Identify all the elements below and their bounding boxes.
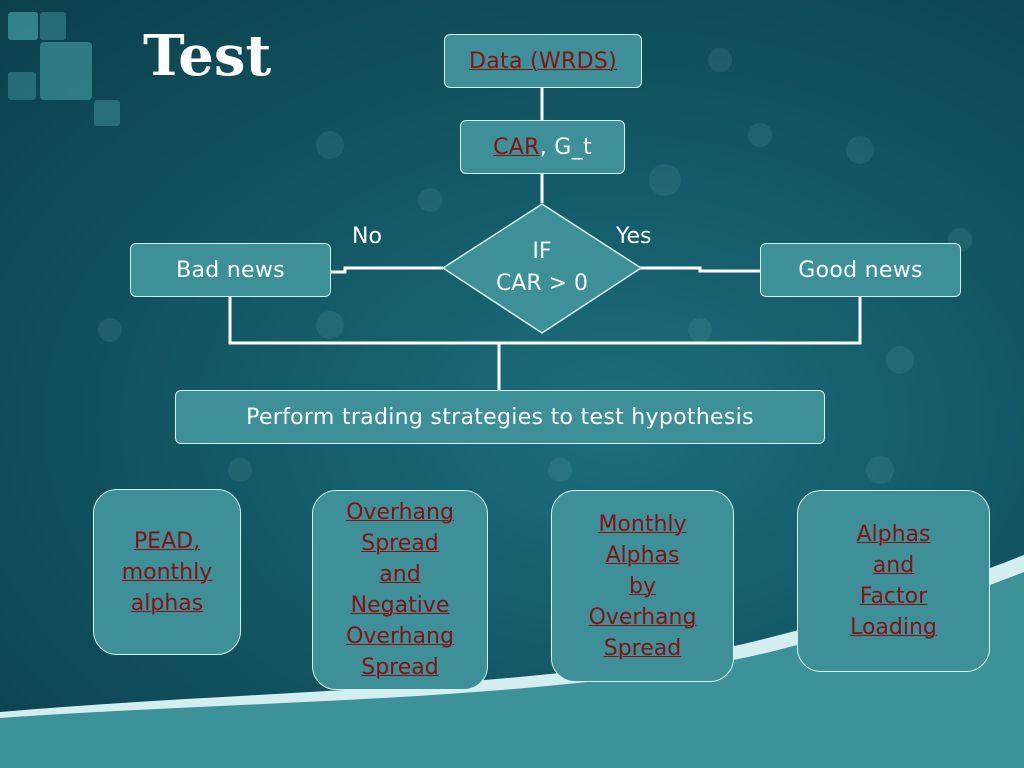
strategy-line[interactable]: Loading [850, 615, 937, 640]
strategy-line[interactable]: by [629, 573, 656, 599]
strategy-line[interactable]: Overhang [346, 500, 454, 525]
strategy-line[interactable]: Spread [361, 531, 439, 556]
good-news-node: Good news [760, 243, 961, 297]
strategy-line[interactable]: alphas [130, 590, 204, 616]
strategy-line[interactable]: Overhang [588, 604, 697, 630]
connector-decision-to-good [640, 266, 761, 273]
decision-line-2: CAR > 0 [495, 271, 589, 296]
strategy-card-alphas-factor[interactable]: Alphas and Factor Loading [797, 490, 990, 672]
strategy-line[interactable]: monthly [121, 559, 213, 585]
strategy-line[interactable]: and [872, 553, 915, 578]
strategy-line[interactable]: Monthly [598, 511, 687, 537]
decision-diamond [441, 203, 643, 334]
data-wrds-link[interactable]: Data (WRDS) [469, 48, 617, 74]
strategy-card-pead[interactable]: PEAD, monthly alphas [93, 489, 241, 655]
strategy-card-overhang-spread[interactable]: Overhang Spread and Negative Overhang Sp… [312, 490, 488, 690]
strategy-line[interactable]: Spread [361, 655, 439, 680]
decision-line-1: IF [532, 239, 552, 264]
strategy-line[interactable]: Overhang [346, 624, 454, 649]
bad-news-node: Bad news [130, 243, 331, 297]
strategy-line[interactable]: Spread [603, 635, 682, 661]
decision-text: IF CAR > 0 [443, 236, 641, 300]
strategy-line[interactable]: Alphas [605, 542, 680, 568]
strategy-line[interactable]: Negative [350, 593, 450, 618]
strategy-line[interactable]: Factor [859, 584, 928, 609]
car-node-rest: , G_t [539, 134, 592, 160]
data-wrds-node[interactable]: Data (WRDS) [444, 34, 642, 88]
strategy-card-monthly-alphas[interactable]: Monthly Alphas by Overhang Spread [551, 490, 734, 682]
no-label: No [352, 224, 382, 249]
connector-decision-to-bad [330, 266, 443, 274]
connector-bad-down [228, 297, 862, 345]
slide-title: Test [143, 23, 272, 89]
car-link[interactable]: CAR [493, 134, 540, 160]
strategy-line[interactable]: PEAD, [133, 528, 201, 554]
yes-label: Yes [616, 224, 652, 249]
perform-strategies-node: Perform trading strategies to test hypot… [175, 390, 825, 444]
strategy-line[interactable]: Alphas [856, 522, 931, 547]
strategy-line[interactable]: and [379, 562, 421, 587]
car-gt-node: CAR, G_t [460, 120, 625, 174]
